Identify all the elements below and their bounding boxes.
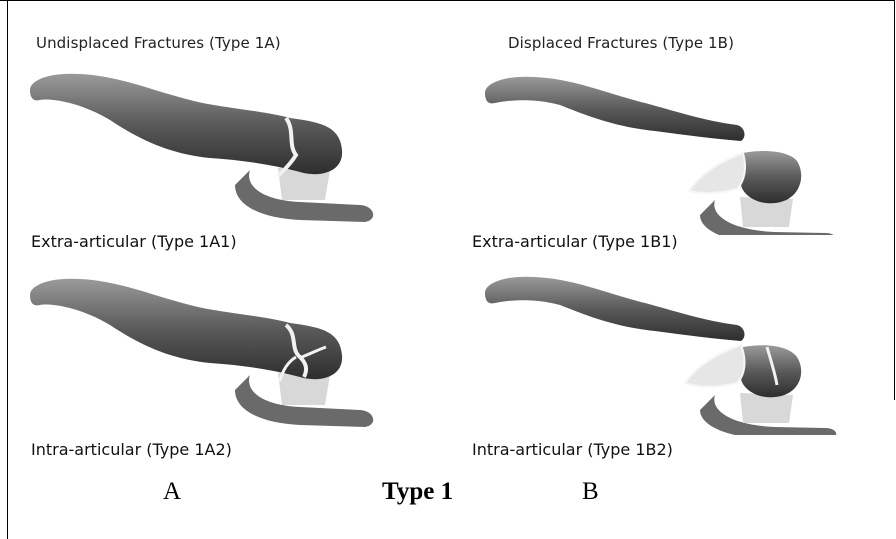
- caption-1a1: Extra-articular (Type 1A1): [31, 232, 237, 251]
- caption-1a2: Intra-articular (Type 1A2): [31, 440, 232, 459]
- caption-1b2: Intra-articular (Type 1B2): [472, 440, 673, 459]
- caption-1b1: Extra-articular (Type 1B1): [472, 232, 678, 251]
- frame-top-border: [0, 0, 894, 1]
- column-b-header: Displaced Fractures (Type 1B): [508, 34, 734, 52]
- displaced-intra-articular-fracture-icon: [475, 265, 855, 435]
- displaced-extra-articular-fracture-icon: [475, 65, 855, 235]
- figure-label: Type 1: [382, 478, 453, 506]
- label-a: A: [163, 478, 181, 506]
- panel-1a2: [20, 265, 400, 435]
- frame-right-border: [894, 0, 895, 400]
- frame-left-border: [7, 0, 8, 539]
- column-a-header: Undisplaced Fractures (Type 1A): [36, 34, 281, 52]
- panel-1a1: [20, 60, 400, 230]
- undisplaced-extra-articular-fracture-icon: [20, 60, 400, 230]
- undisplaced-intra-articular-fracture-icon: [20, 265, 400, 435]
- panel-1b1: [475, 65, 855, 235]
- label-b: B: [582, 478, 599, 506]
- panel-1b2: [475, 265, 855, 435]
